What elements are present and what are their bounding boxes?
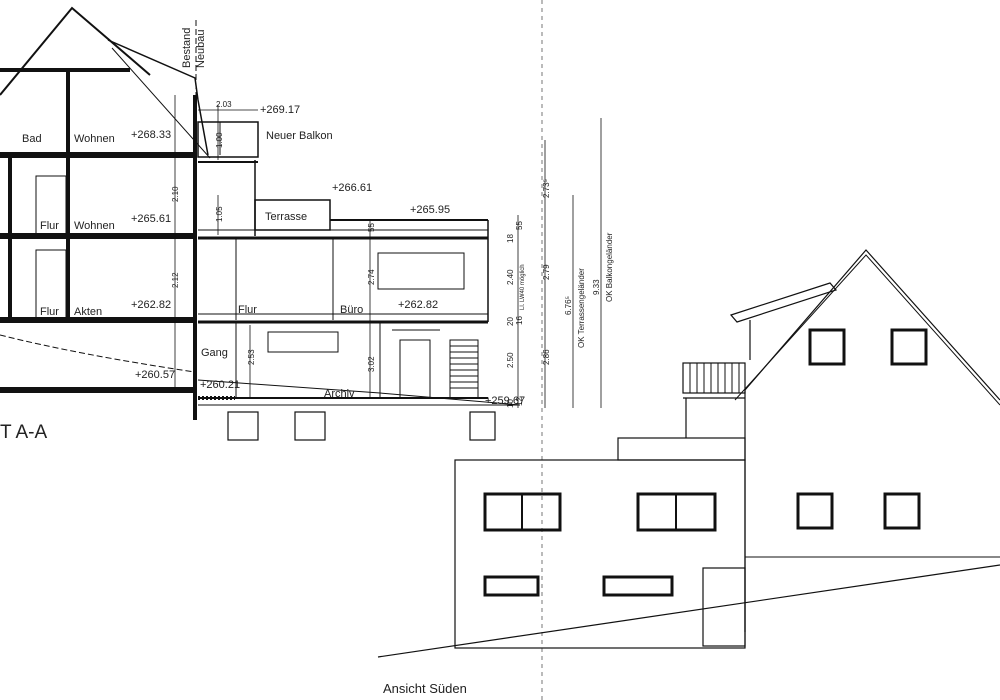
dim-18: 18 bbox=[506, 234, 515, 243]
dim-253: 2.53 bbox=[247, 349, 256, 365]
level-26917: +269.17 bbox=[260, 104, 300, 116]
level-26661: +266.61 bbox=[332, 182, 372, 194]
dim-20: 20 bbox=[506, 317, 515, 326]
room-flur-1: Flur bbox=[40, 220, 59, 232]
room-flur-2: Flur bbox=[40, 306, 59, 318]
dim-212: 2.12 bbox=[171, 272, 180, 288]
room-archiv: Archiv bbox=[324, 388, 355, 400]
room-terrasse: Terrasse bbox=[265, 211, 307, 223]
room-wohnen-mid: Wohnen bbox=[74, 220, 115, 232]
elevation-south bbox=[377, 249, 1000, 658]
section-labels: Bestand Neubau Bad Wohnen Neuer Balkon F… bbox=[0, 28, 525, 443]
label-neubau: Neubau bbox=[195, 29, 207, 68]
window bbox=[602, 575, 674, 597]
label-ok-balkongelaender: OK Balkongeländer bbox=[605, 232, 614, 302]
level-26595: +265.95 bbox=[410, 204, 450, 216]
section-a-a bbox=[0, 6, 602, 441]
room-flur-3: Flur bbox=[238, 304, 257, 316]
window bbox=[483, 575, 540, 597]
label-ok-terrassengelaender: OK Terrassengeländer bbox=[577, 268, 586, 348]
balcony bbox=[682, 362, 746, 394]
room-neuer-balkon: Neuer Balkon bbox=[266, 130, 333, 142]
room-akten: Akten bbox=[74, 306, 102, 318]
window bbox=[796, 492, 834, 530]
level-26561: +265.61 bbox=[131, 213, 171, 225]
label-bestand: Bestand bbox=[181, 28, 193, 68]
room-buero: Büro bbox=[340, 304, 363, 316]
dim-933: 9.33 bbox=[592, 279, 601, 295]
window bbox=[883, 492, 921, 530]
level-26057: +260.57 bbox=[135, 369, 175, 381]
lower-building bbox=[454, 459, 746, 649]
room-gang: Gang bbox=[201, 347, 228, 359]
dim-250: 2.50 bbox=[506, 352, 515, 368]
level-26833: +268.33 bbox=[131, 129, 171, 141]
dim-240: 2.40 bbox=[506, 269, 515, 285]
dim-16: 16 bbox=[515, 316, 524, 325]
dim-lw: Ll. LW40 möglich bbox=[520, 264, 526, 310]
level-26021: +260.21 bbox=[200, 379, 240, 391]
dim-203: 2.03 bbox=[216, 100, 232, 109]
elevation-title: Ansicht Süden bbox=[383, 681, 467, 696]
dim-100: 1.00 bbox=[215, 132, 224, 148]
level-26282a: +262.82 bbox=[131, 299, 171, 311]
dimension-lines bbox=[174, 95, 602, 408]
dimension-labels: 2.03 1.00 2.10 1.05 2.12 2.53 55 2.74 3.… bbox=[171, 100, 614, 408]
room-wohnen-top: Wohnen bbox=[74, 133, 115, 145]
old-roof bbox=[0, 6, 151, 96]
window bbox=[890, 328, 928, 366]
dim-286: 2.86 bbox=[542, 349, 551, 365]
dim-2735: 2.73⁵ bbox=[542, 179, 551, 198]
window bbox=[808, 328, 846, 366]
dim-12: 12 bbox=[515, 397, 524, 406]
stair bbox=[449, 339, 479, 399]
room-bad: Bad bbox=[22, 133, 42, 145]
dim-55a: 55 bbox=[367, 223, 376, 232]
dim-302: 3.02 bbox=[367, 356, 376, 372]
dim-105: 1.05 bbox=[215, 206, 224, 222]
dim-210: 2.10 bbox=[171, 186, 180, 202]
dim-274: 2.74 bbox=[367, 269, 376, 285]
section-title: T A-A bbox=[0, 422, 47, 443]
dim-6765: 6.76⁵ bbox=[564, 296, 573, 315]
ground-line bbox=[377, 564, 1000, 658]
level-25967: +259.67 bbox=[485, 395, 525, 407]
main-house-gable bbox=[744, 249, 1000, 632]
dim-10: 10 bbox=[506, 399, 515, 408]
dim-279: 2.79 bbox=[542, 264, 551, 280]
dim-55b: 55 bbox=[515, 221, 524, 230]
level-26282b: +262.82 bbox=[398, 299, 438, 311]
